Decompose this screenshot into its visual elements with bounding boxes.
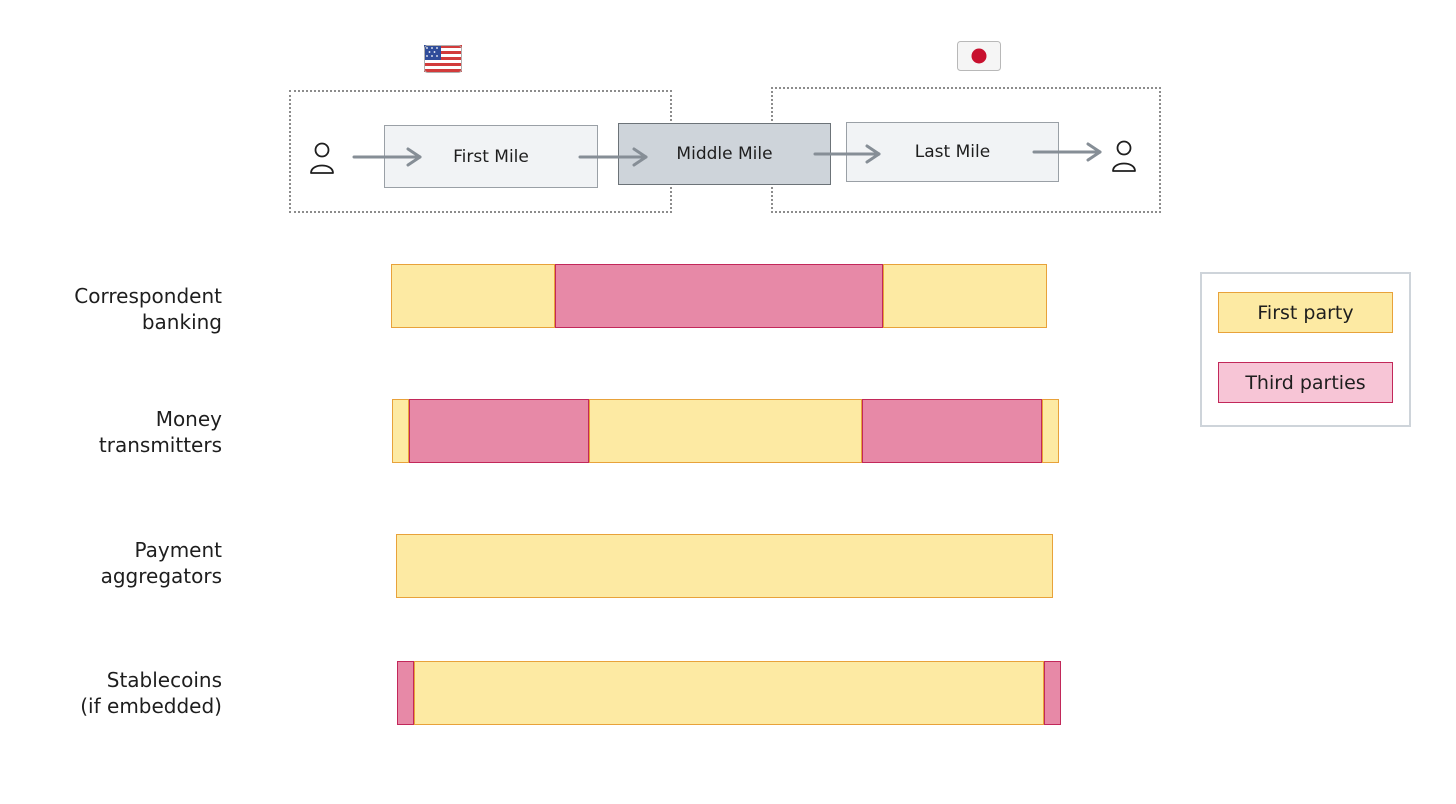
middle-mile-box: Middle Mile	[618, 123, 831, 185]
third-party-segment	[1044, 661, 1061, 725]
legend-third-parties: Third parties	[1218, 362, 1393, 403]
row-label-line: Stablecoins	[106, 668, 222, 692]
legend-first-party-label: First party	[1257, 301, 1354, 324]
third-party-segment	[397, 661, 414, 725]
row-label-line: (if embedded)	[80, 694, 222, 718]
row-label-line: banking	[141, 310, 222, 334]
arrow-right-icon	[1032, 142, 1102, 162]
row-label-line: Money	[155, 407, 222, 431]
row-label-payment-aggregators: Payment aggregators	[101, 537, 222, 589]
sender-person-icon	[310, 142, 334, 174]
japan-flag-icon	[957, 41, 1001, 71]
arrow-right-icon	[352, 147, 422, 167]
third-party-segment	[555, 264, 883, 328]
last-mile-label: Last Mile	[914, 142, 991, 162]
legend-first-party: First party	[1218, 292, 1393, 333]
first-party-segment	[589, 399, 862, 463]
row-label-stablecoins: Stablecoins (if embedded)	[80, 667, 222, 719]
first-party-segment	[396, 534, 1053, 598]
row-label-money-transmitters: Money transmitters	[99, 406, 222, 458]
arrow-right-icon	[578, 147, 648, 167]
first-mile-label: First Mile	[453, 146, 529, 167]
us-flag-icon	[424, 45, 462, 73]
first-party-segment	[883, 264, 1047, 328]
first-party-segment	[392, 399, 409, 463]
row-label-line: Payment	[134, 538, 222, 562]
arrow-right-icon	[813, 144, 881, 164]
row-label-line: Correspondent	[74, 284, 222, 308]
third-party-segment	[409, 399, 589, 463]
row-label-correspondent-banking: Correspondent banking	[74, 283, 222, 335]
last-mile-box: Last Mile	[846, 122, 1059, 182]
third-party-segment	[862, 399, 1042, 463]
first-party-segment	[414, 661, 1044, 725]
row-label-line: transmitters	[98, 433, 222, 457]
first-party-segment	[391, 264, 555, 328]
receiver-person-icon	[1112, 140, 1136, 172]
first-party-segment	[1042, 399, 1059, 463]
legend-third-parties-label: Third parties	[1245, 371, 1366, 394]
middle-mile-label: Middle Mile	[676, 144, 773, 164]
row-label-line: aggregators	[100, 564, 222, 588]
